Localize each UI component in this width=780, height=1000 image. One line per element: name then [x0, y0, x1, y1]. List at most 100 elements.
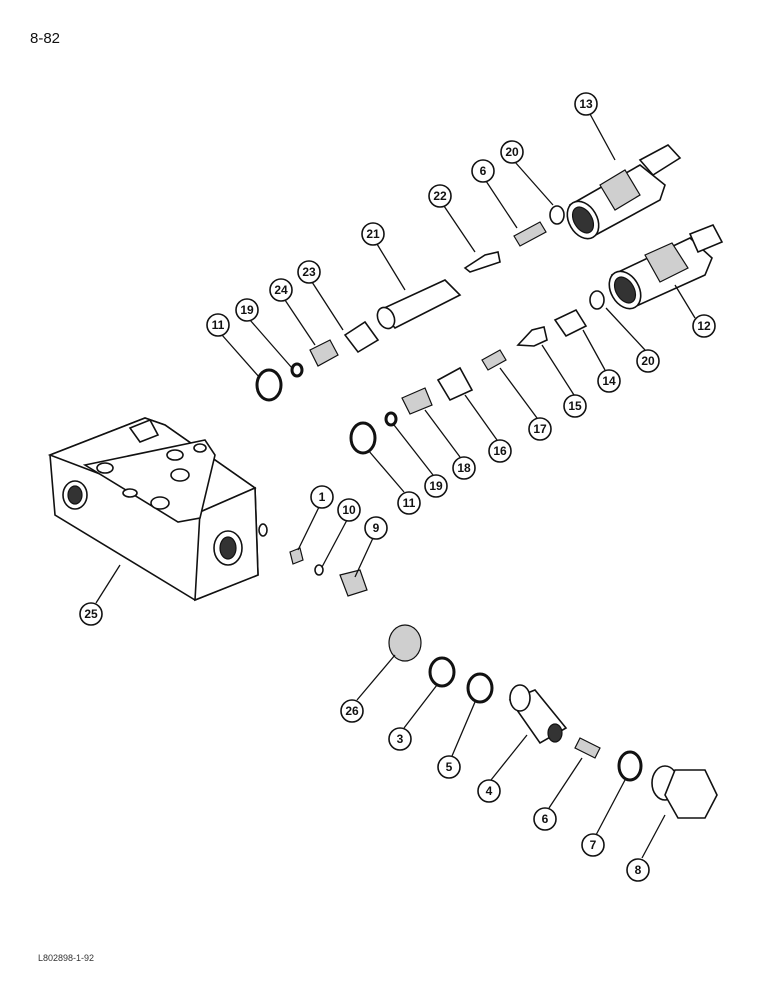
sleeve-21 [376, 279, 462, 330]
callout-15: 15 [563, 394, 587, 418]
svg-text:10: 10 [342, 503, 356, 517]
leader-20-top [514, 161, 554, 206]
valve-body [47, 417, 268, 602]
svg-text:5: 5 [446, 760, 453, 774]
spring-17 [481, 349, 507, 371]
callout-11-top: 11 [206, 313, 230, 337]
svg-text:25: 25 [84, 607, 98, 621]
leader-11-mid [367, 449, 405, 493]
leader-14 [582, 329, 606, 371]
callout-17: 17 [528, 417, 552, 441]
leader-1 [297, 506, 320, 551]
leader-22 [443, 205, 476, 253]
washer-20-mid [589, 290, 605, 310]
svg-text:19: 19 [240, 303, 254, 317]
leader-24 [284, 299, 316, 346]
leader-26 [356, 654, 396, 701]
svg-text:9: 9 [373, 521, 380, 535]
leader-4 [490, 734, 528, 781]
plug-8 [651, 765, 718, 819]
oring-11-mid [349, 421, 377, 455]
svg-text:17: 17 [533, 422, 547, 436]
oring-19-top [290, 362, 304, 378]
oring-19-mid [384, 411, 398, 427]
svg-text:3: 3 [397, 732, 404, 746]
leader-9 [354, 537, 374, 578]
svg-text:21: 21 [366, 227, 380, 241]
callout-19-top: 19 [235, 298, 259, 322]
callout-1: 1 [310, 485, 334, 509]
leader-10 [321, 519, 348, 568]
callout-20-mid: 20 [636, 349, 660, 373]
svg-text:23: 23 [302, 265, 316, 279]
leader-6-bottom [548, 757, 583, 809]
svg-text:24: 24 [274, 283, 288, 297]
spring-1 [289, 547, 304, 565]
callout-7: 7 [581, 833, 605, 857]
callout-22: 22 [428, 184, 452, 208]
svg-text:18: 18 [457, 461, 471, 475]
callout-26: 26 [340, 699, 364, 723]
spring-6-top [513, 221, 547, 247]
callout-6-bottom: 6 [533, 807, 557, 831]
svg-text:15: 15 [568, 399, 582, 413]
svg-text:8: 8 [635, 863, 642, 877]
svg-text:6: 6 [480, 164, 487, 178]
leader-19-top [249, 319, 293, 369]
leader-7 [595, 779, 626, 836]
plunger-24 [309, 339, 339, 367]
oring-3 [428, 656, 456, 688]
cap-14 [553, 308, 588, 338]
svg-text:1: 1 [319, 490, 326, 504]
leader-12 [674, 284, 696, 319]
svg-text:12: 12 [697, 319, 711, 333]
pin-22 [463, 251, 501, 273]
svg-text:20: 20 [505, 145, 519, 159]
leader-15 [541, 344, 575, 396]
leader-23 [311, 281, 344, 331]
screw-9 [339, 569, 368, 597]
plunger-18 [401, 387, 433, 415]
svg-text:11: 11 [403, 496, 416, 510]
cartridge-13 [566, 144, 682, 240]
oring-5 [466, 672, 494, 704]
svg-text:26: 26 [345, 704, 359, 718]
callout-8: 8 [626, 858, 650, 882]
callout-14: 14 [597, 369, 621, 393]
leader-25 [95, 564, 121, 604]
callout-24: 24 [269, 278, 293, 302]
svg-text:4: 4 [486, 784, 493, 798]
leader-13 [589, 113, 616, 161]
callout-16: 16 [488, 439, 512, 463]
callout-25: 25 [79, 602, 103, 626]
svg-text:11: 11 [212, 318, 225, 332]
callout-5: 5 [437, 755, 461, 779]
leader-19-mid [393, 424, 434, 476]
leader-3 [403, 684, 438, 729]
svg-text:13: 13 [579, 97, 593, 111]
piston-4 [508, 684, 568, 745]
callout-4: 4 [477, 779, 501, 803]
callout-13: 13 [574, 92, 598, 116]
spool-16 [436, 366, 474, 402]
figure-code: L802898-1-92 [38, 953, 95, 963]
callout-3: 3 [388, 727, 412, 751]
ball-10 [314, 564, 324, 576]
svg-text:14: 14 [602, 374, 616, 388]
svg-text:19: 19 [429, 479, 443, 493]
callout-12: 12 [692, 314, 716, 338]
cartridge-12 [608, 223, 724, 310]
spring-6-bottom [574, 737, 601, 759]
washer-20-top [549, 205, 565, 225]
leader-20-mid [605, 307, 646, 351]
callout-10: 10 [337, 498, 361, 522]
pin-15 [516, 326, 548, 347]
leader-11-top [221, 334, 261, 379]
leader-17 [499, 367, 538, 419]
callout-20-top: 20 [500, 140, 524, 164]
leader-5 [451, 701, 476, 757]
leader-21 [376, 243, 406, 291]
oring-7 [617, 750, 643, 782]
page-number: 8-82 [30, 30, 61, 47]
